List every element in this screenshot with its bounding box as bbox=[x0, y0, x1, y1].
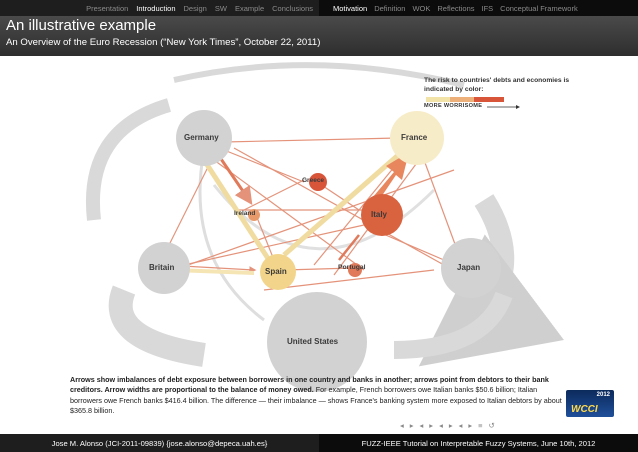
legend-title: The risk to countries' debts and economi… bbox=[424, 77, 570, 93]
caption-rest: For example, French borrowers owe Italia… bbox=[70, 385, 562, 416]
greece-node bbox=[309, 173, 327, 191]
next-subsection-icon[interactable]: ▸ bbox=[429, 421, 434, 430]
label-greece: Greece bbox=[302, 177, 325, 184]
nav-item-conceptual-framework[interactable]: Conceptual Framework bbox=[500, 3, 578, 13]
label-italy: Italy bbox=[371, 210, 388, 219]
search-back-icon[interactable]: ↺ bbox=[488, 421, 495, 430]
united-states-node bbox=[267, 292, 367, 392]
ireland-node bbox=[248, 209, 260, 221]
subsection-nav: Motivation Definition WOK Reflections IF… bbox=[319, 0, 638, 16]
britain-node bbox=[138, 242, 190, 294]
nav-item-design[interactable]: Design bbox=[183, 3, 207, 13]
footer-event: FUZZ-IEEE Tutorial on Interpretable Fuzz… bbox=[319, 434, 638, 452]
prev-subsection-icon[interactable]: ◂ bbox=[419, 421, 424, 430]
logo-year: 2012 bbox=[596, 392, 610, 398]
label-britain: Britain bbox=[149, 263, 175, 272]
nav-item-example[interactable]: Example bbox=[234, 3, 265, 13]
nav-item-wok[interactable]: WOK bbox=[412, 3, 431, 13]
label-united-states: United States bbox=[287, 337, 339, 346]
nav-item-sw[interactable]: SW bbox=[214, 3, 227, 13]
navigation-symbols: ◂ ▸ ◂ ▸ ◂ ▸ ◂ ▸ ≡ ↺ bbox=[400, 421, 495, 430]
footer: Jose M. Alonso (JCI-2011-09839) {jose.al… bbox=[0, 434, 638, 452]
next-slide-icon[interactable]: ▸ bbox=[468, 421, 473, 430]
prev-slide-icon[interactable]: ◂ bbox=[458, 421, 463, 430]
wcci-logo: 2012 WCCI bbox=[566, 390, 614, 417]
label-ireland: Ireland bbox=[234, 210, 256, 217]
germany-to-spain-arrow bbox=[201, 158, 272, 262]
network-diagram bbox=[86, 62, 564, 392]
top-navigation: Presentation Introduction Design SW Exam… bbox=[0, 0, 638, 16]
france-to-spain-arrow bbox=[282, 148, 406, 257]
legend-bar-mid bbox=[450, 97, 474, 102]
italy-node bbox=[361, 194, 403, 236]
toc-icon[interactable]: ≡ bbox=[478, 421, 483, 430]
nav-item-introduction[interactable]: Introduction bbox=[136, 3, 176, 13]
footer-author: Jose M. Alonso (JCI-2011-09839) {jose.al… bbox=[0, 434, 319, 452]
section-nav: Presentation Introduction Design SW Exam… bbox=[0, 0, 319, 16]
nav-item-definition[interactable]: Definition bbox=[374, 3, 406, 13]
label-france: France bbox=[401, 133, 428, 142]
label-germany: Germany bbox=[184, 133, 219, 142]
slide-title: An illustrative example bbox=[6, 17, 157, 34]
portugal-node bbox=[348, 263, 362, 277]
caption-bold: Arrows show imbalances of debt exposure … bbox=[70, 375, 549, 395]
label-portugal: Portugal bbox=[338, 264, 366, 271]
legend-worse-label: MORE WORRISOME bbox=[424, 103, 483, 109]
legend-bar-high bbox=[474, 97, 504, 102]
prev-frame-icon[interactable]: ◂ bbox=[400, 421, 404, 430]
france-node bbox=[390, 111, 444, 165]
legend-bar-low bbox=[426, 97, 450, 102]
debt-network-figure: The risk to countries' debts and economi… bbox=[64, 60, 574, 432]
spain-node bbox=[260, 254, 296, 290]
flow-arc-bottom-left bbox=[108, 285, 206, 367]
nav-item-presentation[interactable]: Presentation bbox=[86, 3, 129, 13]
nav-item-motivation[interactable]: Motivation bbox=[333, 3, 368, 13]
nav-item-reflections[interactable]: Reflections bbox=[437, 3, 475, 13]
slide-subtitle: An Overview of the Euro Recession (“New … bbox=[6, 37, 321, 48]
flow-arc-us-germany bbox=[198, 149, 265, 322]
next-section-icon[interactable]: ▸ bbox=[448, 421, 453, 430]
title-bar bbox=[0, 16, 638, 56]
next-frame-icon[interactable]: ▸ bbox=[409, 421, 414, 430]
nav-item-conclusions[interactable]: Conclusions bbox=[272, 3, 313, 13]
flow-arc-bottom-right bbox=[393, 291, 513, 359]
germany-node bbox=[176, 110, 232, 166]
italy-to-portugal-arrow bbox=[338, 234, 360, 261]
flow-arc-outer-top bbox=[173, 62, 465, 88]
germany-to-ireland-arrow bbox=[217, 155, 253, 205]
nav-item-ifs[interactable]: IFS bbox=[481, 3, 494, 13]
prev-section-icon[interactable]: ◂ bbox=[439, 421, 443, 430]
japan-node bbox=[441, 238, 501, 298]
figure-caption: Arrows show imbalances of debt exposure … bbox=[70, 375, 570, 417]
flow-arc-left bbox=[86, 98, 172, 221]
label-japan: Japan bbox=[457, 263, 481, 272]
label-spain: Spain bbox=[265, 267, 287, 276]
logo-name: WCCI bbox=[571, 404, 598, 415]
